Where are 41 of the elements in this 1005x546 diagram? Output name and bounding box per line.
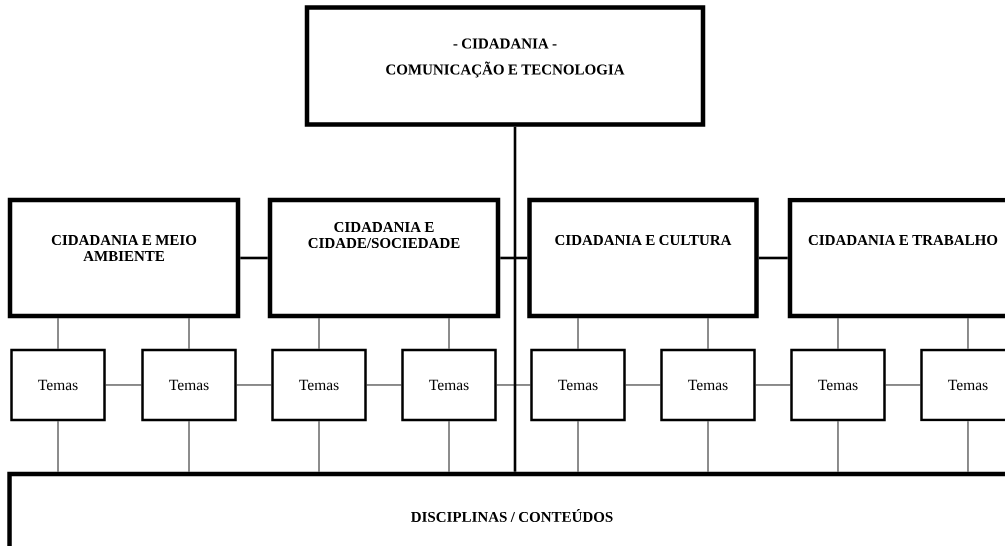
connector-line: [758, 256, 788, 260]
topic-box: CIDADANIA E TRABALHO: [787, 197, 1005, 319]
theme-box: Temas: [10, 348, 106, 422]
connector-line: [577, 420, 579, 473]
connector-line: [57, 420, 59, 473]
connector-line: [513, 126, 517, 472]
theme-box: Temas: [271, 348, 367, 422]
theme-box: Temas: [141, 348, 237, 422]
connector-line: [318, 420, 320, 473]
topic-box: CIDADANIA E CIDADE/SOCIEDADE: [267, 197, 501, 319]
connector-line: [707, 420, 709, 473]
connector-line: [837, 420, 839, 473]
theme-box: Temas: [660, 348, 756, 422]
theme-box: Temas: [401, 348, 497, 422]
connector-line: [188, 420, 190, 473]
box-heading: - CIDADANIA - COMUNICAÇÃO E TECNOLOGIA: [304, 5, 706, 127]
theme-box: Temas: [790, 348, 886, 422]
connector-line: [57, 317, 59, 350]
connector-line: [577, 317, 579, 350]
connector-line: [448, 420, 450, 473]
theme-box: Temas: [530, 348, 626, 422]
theme-box: Temas: [920, 348, 1005, 422]
connector-line: [707, 317, 709, 350]
connector-line: [885, 384, 921, 386]
connector-line: [318, 317, 320, 350]
topic-box: CIDADANIA E CULTURA: [527, 197, 759, 319]
connector-line: [967, 317, 969, 350]
connector-line: [500, 256, 528, 260]
connector-line: [236, 384, 272, 386]
connector-line: [240, 256, 268, 260]
topic-box: CIDADANIA E MEIO AMBIENTE: [7, 197, 241, 319]
connector-line: [625, 384, 661, 386]
connector-line: [188, 317, 190, 350]
connector-line: [366, 384, 402, 386]
connector-line: [448, 317, 450, 350]
connector-line: [967, 420, 969, 473]
connector-line: [496, 384, 531, 386]
subjects-box: DISCIPLINAS / CONTEÚDOS: [7, 471, 1005, 546]
connector-line: [837, 317, 839, 350]
connector-line: [105, 384, 142, 386]
connector-line: [755, 384, 791, 386]
